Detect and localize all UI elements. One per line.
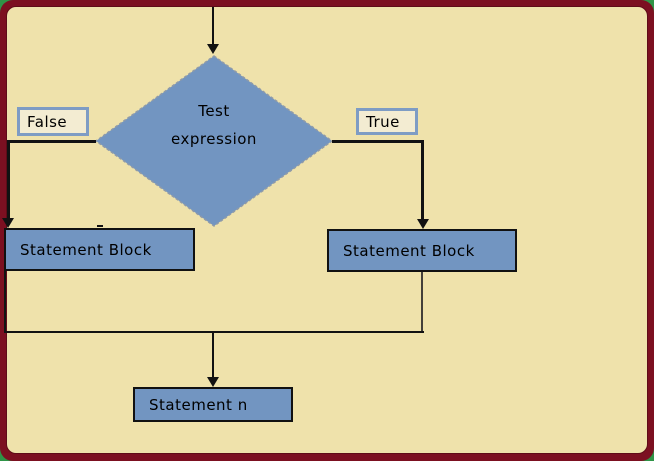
exit-arrowhead-icon <box>207 377 219 387</box>
right-statement-block-text: Statement Block <box>343 241 475 260</box>
true-branch-arrowhead-icon <box>417 219 429 229</box>
true-branch-label: True <box>356 108 418 135</box>
entry-arrowhead-icon <box>207 44 219 54</box>
true-branch-label-text: True <box>366 112 400 131</box>
decision-text-line2: expression <box>171 130 257 148</box>
decision-text-line1: Test <box>198 102 230 120</box>
false-branch-hline <box>7 140 96 143</box>
exit-flow-line <box>212 331 214 378</box>
left-statement-block-text: Statement Block <box>20 240 152 259</box>
left-merge-vline <box>4 271 6 333</box>
false-branch-arrowhead-icon <box>2 218 14 228</box>
true-branch-hline <box>332 140 424 143</box>
false-branch-vline <box>7 140 10 218</box>
false-branch-label: False <box>17 107 89 136</box>
decision-diamond-shape <box>94 55 334 227</box>
left-statement-block: Statement Block <box>4 228 195 271</box>
decision-diamond <box>94 55 334 227</box>
true-branch-vline <box>421 140 424 220</box>
false-branch-label-text: False <box>27 112 68 131</box>
right-merge-vline <box>421 272 423 333</box>
entry-flow-line <box>212 7 214 45</box>
statement-n-block-text: Statement n <box>149 395 248 414</box>
merge-hline <box>4 331 424 333</box>
stray-tick-mark <box>97 225 103 227</box>
statement-n-block: Statement n <box>133 387 293 422</box>
right-statement-block: Statement Block <box>327 229 517 272</box>
